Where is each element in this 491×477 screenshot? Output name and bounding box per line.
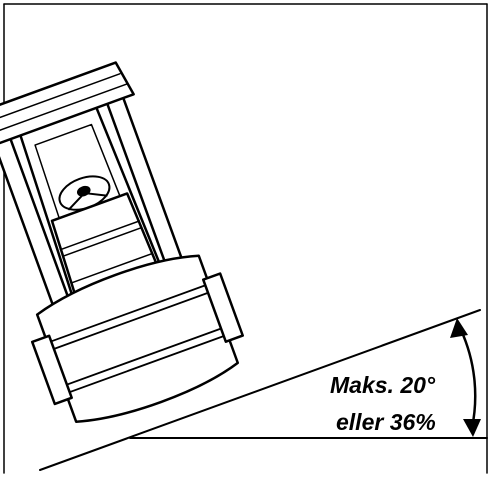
roller-drum [35, 254, 240, 423]
angle-label-line2: eller 36% [336, 409, 436, 435]
steering-wheel-icon [58, 175, 111, 211]
arrow-down-icon [463, 419, 481, 437]
angle-arrow [450, 318, 481, 437]
slope-ground-line [39, 309, 481, 471]
angle-label-line1: Maks. 20° [330, 372, 436, 398]
diagram-frame [3, 3, 488, 474]
arrow-up-icon [450, 318, 468, 338]
roller-machine [0, 61, 244, 423]
drum-side-mounts [30, 272, 244, 406]
